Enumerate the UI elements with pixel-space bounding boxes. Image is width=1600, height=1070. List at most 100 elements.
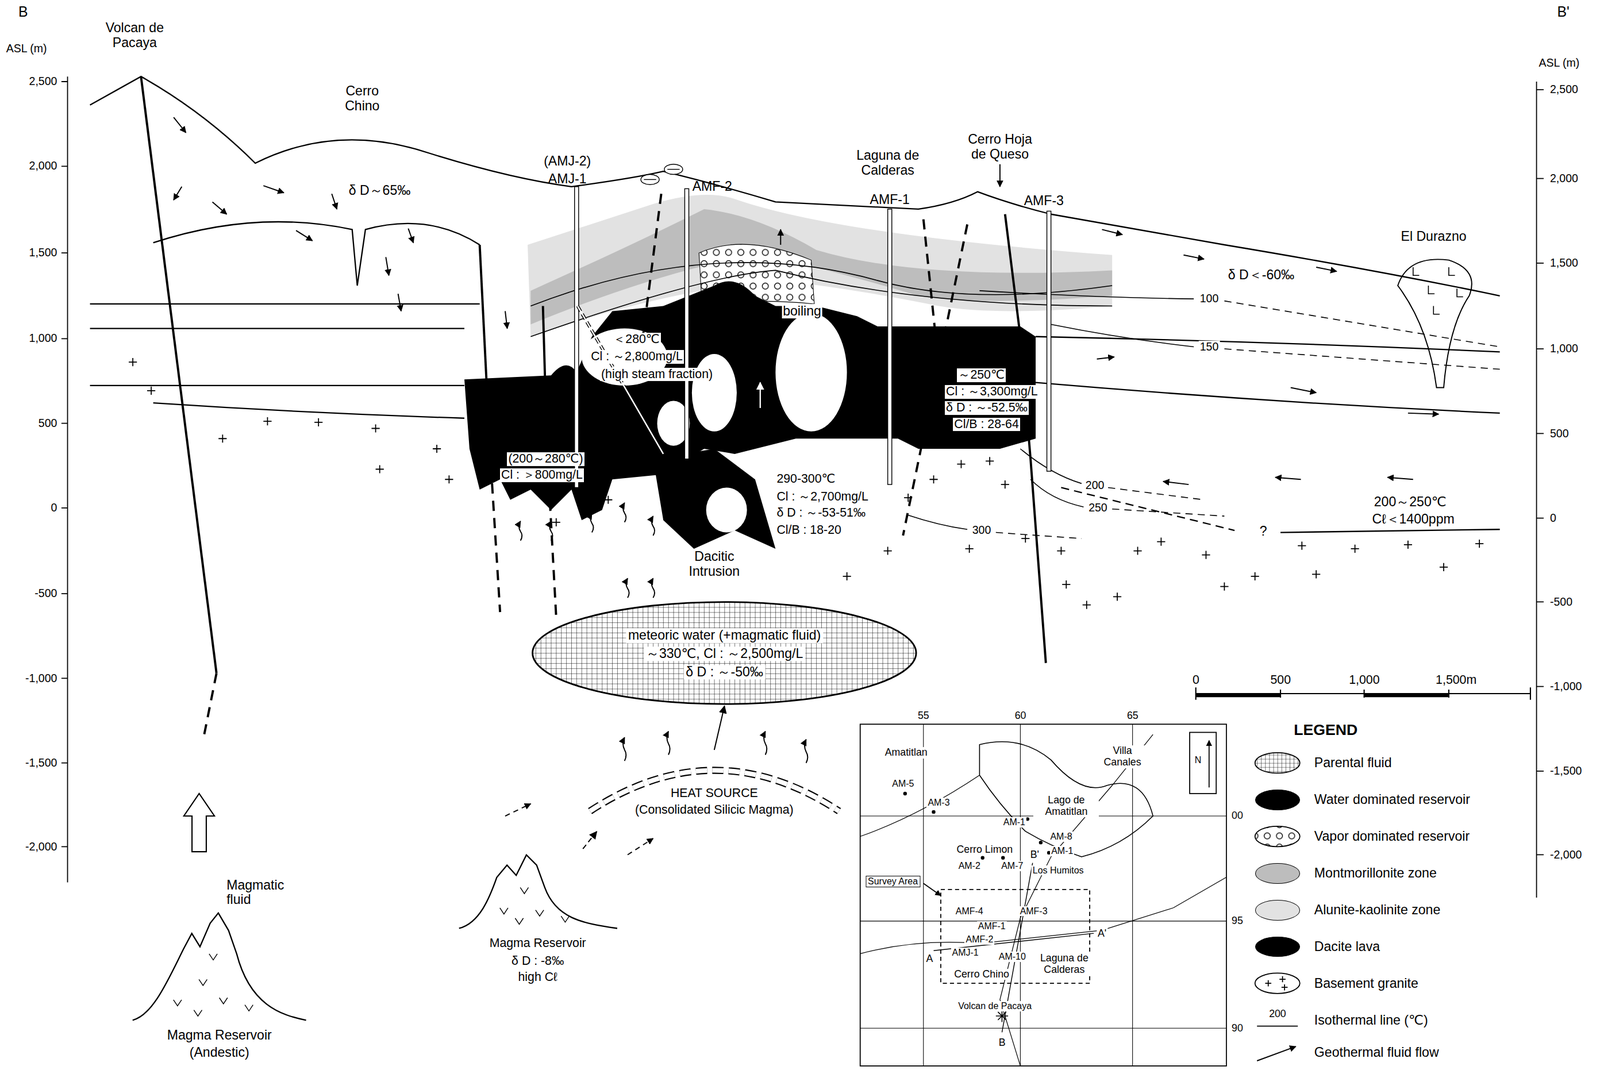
- annotation-label: El Durazno: [1400, 229, 1467, 245]
- granite-cross: [128, 358, 1484, 610]
- annotation-label: ?: [1259, 524, 1268, 540]
- flow-arrow: [1163, 481, 1189, 485]
- flow-arrow: [651, 516, 655, 536]
- node-text: HEAT SOURCE: [670, 787, 759, 801]
- isotherm: [1224, 348, 1500, 370]
- annotation-label: AMJ-1: [951, 947, 980, 959]
- fault-line: [1005, 214, 1046, 664]
- legend-sample: [1255, 752, 1300, 774]
- flow-arrow: [590, 513, 594, 533]
- annotation-label: Cl/B : 18-20: [775, 523, 842, 538]
- legend-sample: [1255, 972, 1300, 994]
- flow-arrow: [804, 739, 808, 764]
- annotation-label: -500: [34, 587, 57, 600]
- flow-arrow: [505, 804, 531, 817]
- isotherm: [995, 532, 1082, 540]
- annotation-label: AM-1: [1002, 817, 1027, 828]
- annotation-label: 1,500: [1550, 256, 1579, 270]
- water-reservoir: [652, 448, 776, 549]
- flow-arrow: [1408, 413, 1439, 415]
- flow-arrow: [622, 737, 626, 761]
- annotation-label: B': [1029, 849, 1041, 861]
- node-outline: [500, 887, 570, 925]
- annotation-label: B': [1556, 4, 1569, 21]
- flow-arrow: [549, 521, 553, 541]
- annotation-label: -1,000: [1550, 680, 1582, 694]
- legend-text: Isothermal line (℃): [1314, 1013, 1429, 1029]
- strata-lines: [90, 76, 1500, 533]
- annotation-label: 1,000: [1348, 673, 1380, 688]
- node-shape: HEAT SOURCE(Consolidated Silicic Magma): [583, 750, 846, 832]
- fault-line: [543, 306, 548, 450]
- location-map: [860, 724, 1227, 1067]
- legend-text: Dacite lava: [1314, 939, 1380, 955]
- annotation-label: Magmatic fluid: [226, 878, 283, 909]
- isotherm: [1224, 301, 1500, 348]
- annotation-label: 2,000: [1550, 172, 1579, 186]
- scale-bar: [1195, 687, 1531, 700]
- annotation-label: Laguna de Calderas: [1035, 952, 1094, 976]
- annotation-label: AM-8: [1048, 831, 1073, 842]
- annotation-label: 60: [1014, 710, 1027, 722]
- flow-arrow: [173, 117, 1439, 1061]
- annotation-label: 200: [1084, 479, 1106, 492]
- fault-line: [643, 193, 662, 337]
- annotation-label: AMF-3: [1024, 193, 1064, 209]
- well: [887, 209, 892, 485]
- water-reservoir: [775, 313, 847, 432]
- boiling-arrow: [760, 379, 807, 409]
- strata-lines: [1035, 382, 1500, 414]
- annotation-label: δ D～65‰: [348, 183, 411, 199]
- flow-arrow: [385, 256, 389, 276]
- location-map: [1208, 740, 1210, 788]
- annotation-label: ＜280℃: [612, 332, 661, 347]
- legend-text: Vapor dominated reservoir: [1314, 829, 1470, 845]
- annotation-label: AM-7: [1000, 860, 1025, 872]
- location-map: [1000, 734, 1153, 1067]
- node-text: high Cℓ: [517, 970, 557, 984]
- well: [1047, 210, 1052, 472]
- flow-arrow: [408, 228, 414, 244]
- flow-arrow: [625, 578, 629, 598]
- legend-swatch: [1255, 863, 1300, 884]
- flow-arrow: [398, 293, 402, 311]
- location-map: [860, 724, 1227, 1067]
- flow-arrow: [779, 229, 782, 245]
- well: [664, 164, 683, 175]
- flow-arrow: [1387, 477, 1413, 480]
- annotation-label: Laguna de Calderas: [847, 148, 928, 179]
- annotation-label: 300: [971, 524, 993, 537]
- flow-arrow: [627, 838, 653, 855]
- node-text: meteoric water (+magmatic fluid): [625, 628, 823, 643]
- annotation-label: 1,000: [29, 332, 58, 346]
- strata-lines: [90, 303, 480, 305]
- flow-arrow: [767, 312, 780, 339]
- magmatic-fluid-arrow: [183, 793, 215, 852]
- strata-lines: [530, 262, 1113, 307]
- annotation-label: 2,500: [29, 75, 58, 88]
- annotation-label: (high steam fraction): [600, 367, 714, 382]
- annotation-label: 0: [1192, 673, 1200, 688]
- location-map: [995, 1009, 1009, 1022]
- isotherm: [908, 514, 968, 530]
- annotation-label: AMF-1: [977, 921, 1007, 932]
- flow-arrow: [763, 731, 767, 756]
- granite-cross: [128, 358, 1484, 610]
- node-outline: [459, 855, 618, 929]
- isotherm: [1030, 479, 1084, 507]
- annotation-label: ASL (m): [6, 42, 48, 56]
- annotation-label: AM-1: [1050, 845, 1075, 857]
- node-shape: Magma Reservoir(Andestic): [122, 908, 327, 1064]
- flow-arrow: [1097, 356, 1115, 360]
- legend-text: Alunite-kaolinite zone: [1314, 902, 1441, 918]
- strata-lines: [1280, 529, 1500, 533]
- strata-lines: [153, 221, 480, 286]
- node-text: δ D : -8‰: [511, 954, 564, 968]
- legend-sample: [1255, 826, 1300, 848]
- legend-text: Montmorillonite zone: [1314, 866, 1437, 882]
- annotation-label: 0: [1550, 512, 1557, 525]
- annotation-label: 55: [917, 710, 930, 722]
- flow-arrow: [505, 310, 508, 329]
- annotation-label: ～250℃: [956, 368, 1006, 383]
- magmatic-fluid-arrow: [183, 793, 215, 852]
